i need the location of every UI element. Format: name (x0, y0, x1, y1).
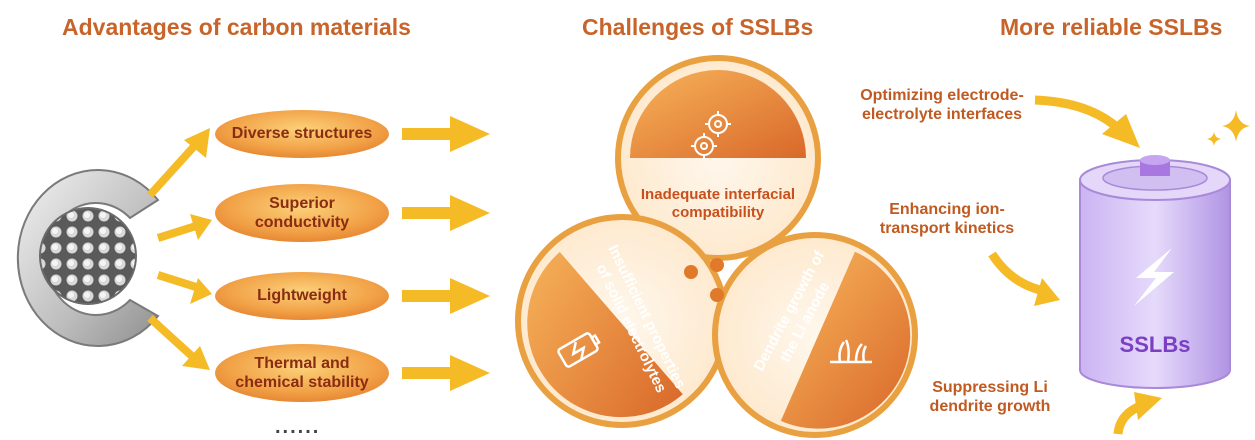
advantage-lightweight: Lightweight (257, 287, 347, 304)
battery-charging-icon (557, 332, 601, 368)
curved-arrow-icon (1034, 95, 1140, 148)
curved-arrows (988, 95, 1162, 435)
pill-thermal-stability (215, 344, 389, 402)
advantage-pills (215, 110, 389, 402)
carbon-logo-icon (16, 169, 160, 347)
right-arrow-icon (402, 195, 490, 231)
curved-arrow-icon (1113, 392, 1162, 435)
pill-arrows (402, 116, 490, 391)
challenge-right (712, 232, 918, 438)
strategy-interfaces: Optimizing electrode-electrolyte interfa… (860, 87, 1024, 123)
fan-arrow-icon (147, 315, 210, 370)
gears-icon (691, 111, 731, 159)
junction-dots (684, 258, 724, 302)
curved-arrow-icon (988, 251, 1060, 306)
pill-diverse-structures (215, 110, 389, 158)
right-arrow-icon (402, 116, 490, 152)
dendrite-icon (830, 339, 872, 364)
advantages-heading: Advantages of carbon materials (62, 14, 411, 40)
fan-arrows (147, 128, 212, 370)
advantage-diverse-structures: Diverse structures (231, 125, 373, 142)
sparkle-icon (1207, 110, 1250, 146)
strategy-ion-transport: Enhancing ion-transport kinetics (879, 201, 1015, 237)
challenge-top (615, 55, 821, 261)
reliable-sslbs-heading: More reliable SSLBs (1000, 14, 1223, 40)
sslb-battery (1079, 155, 1231, 389)
more-advantages-ellipsis: ...... (275, 416, 321, 438)
pill-lightweight (215, 272, 389, 320)
pill-superior-conductivity (215, 184, 389, 242)
fan-arrow-icon (156, 214, 212, 242)
challenges-heading: Challenges of SSLBs (582, 14, 814, 40)
battery-label: SSLBs (1120, 332, 1191, 357)
lightning-icon (1134, 248, 1174, 306)
right-arrow-icon (402, 355, 490, 391)
fan-arrow-icon (147, 128, 210, 198)
fan-arrow-icon (156, 271, 212, 304)
right-arrow-icon (402, 278, 490, 314)
